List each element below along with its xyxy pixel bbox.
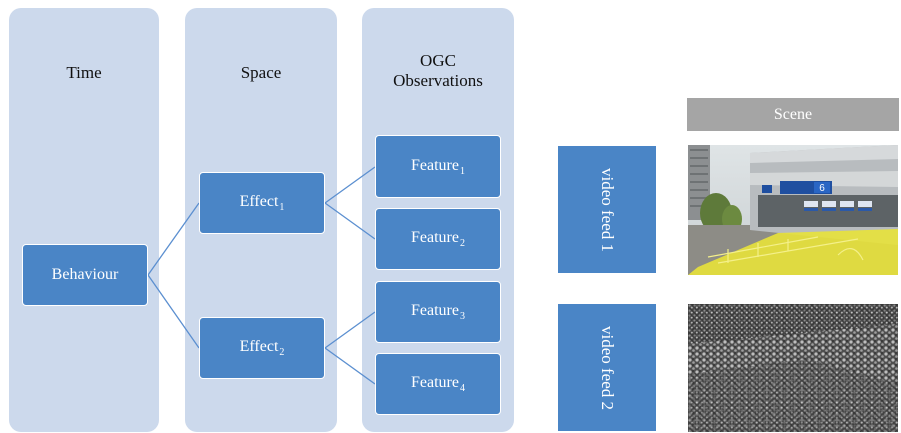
- feature1-label: Feature1: [411, 156, 465, 177]
- connector-effect1-feature2: [324, 202, 376, 240]
- behaviour-label: Behaviour: [51, 266, 119, 283]
- effect1-label: Effect1: [239, 193, 285, 213]
- effect2-label: Effect2: [239, 338, 285, 358]
- scene-header-label: Scene: [773, 105, 813, 123]
- behaviour-node: Behaviour: [22, 244, 148, 306]
- video-feed-2-frame: [688, 304, 898, 432]
- video-feed-2-label: video feed 2: [598, 325, 617, 410]
- station-platform-image: 6: [688, 145, 898, 275]
- space-column-title: Space: [240, 63, 282, 82]
- video-feed-1-box: video feed 1: [557, 145, 657, 274]
- feature4-label: Feature4: [411, 374, 465, 394]
- crowd-image: [688, 304, 898, 432]
- connector-effect2-feature4: [324, 347, 376, 385]
- connector-behaviour-effect1: [147, 202, 200, 276]
- scene-header: Scene: [687, 98, 899, 131]
- effect2-node: Effect2: [199, 317, 325, 379]
- effect1-node: Effect1: [199, 172, 325, 234]
- time-column-title: Time: [66, 63, 102, 82]
- ogc-column-title-line1: OGC: [420, 51, 456, 70]
- feature3-label: Feature3: [411, 302, 465, 322]
- feature2-label: Feature2: [411, 229, 465, 249]
- video-feed-1-frame: 6: [688, 145, 898, 275]
- connector-effect1-feature1: [324, 166, 376, 204]
- video-feed-1-label: video feed 1: [598, 167, 617, 252]
- time-column: Time: [9, 8, 159, 432]
- ogc-column-title-line2: Observations: [393, 71, 483, 90]
- connector-effect2-feature3: [324, 311, 376, 349]
- video-feed-2-box: video feed 2: [557, 303, 657, 432]
- platform-sign-number: 6: [819, 183, 825, 194]
- connector-behaviour-effect2: [147, 274, 200, 349]
- feature2-node: Feature2: [375, 208, 501, 270]
- feature4-node: Feature4: [375, 353, 501, 415]
- feature3-node: Feature3: [375, 281, 501, 343]
- feature1-node: Feature1: [375, 135, 501, 198]
